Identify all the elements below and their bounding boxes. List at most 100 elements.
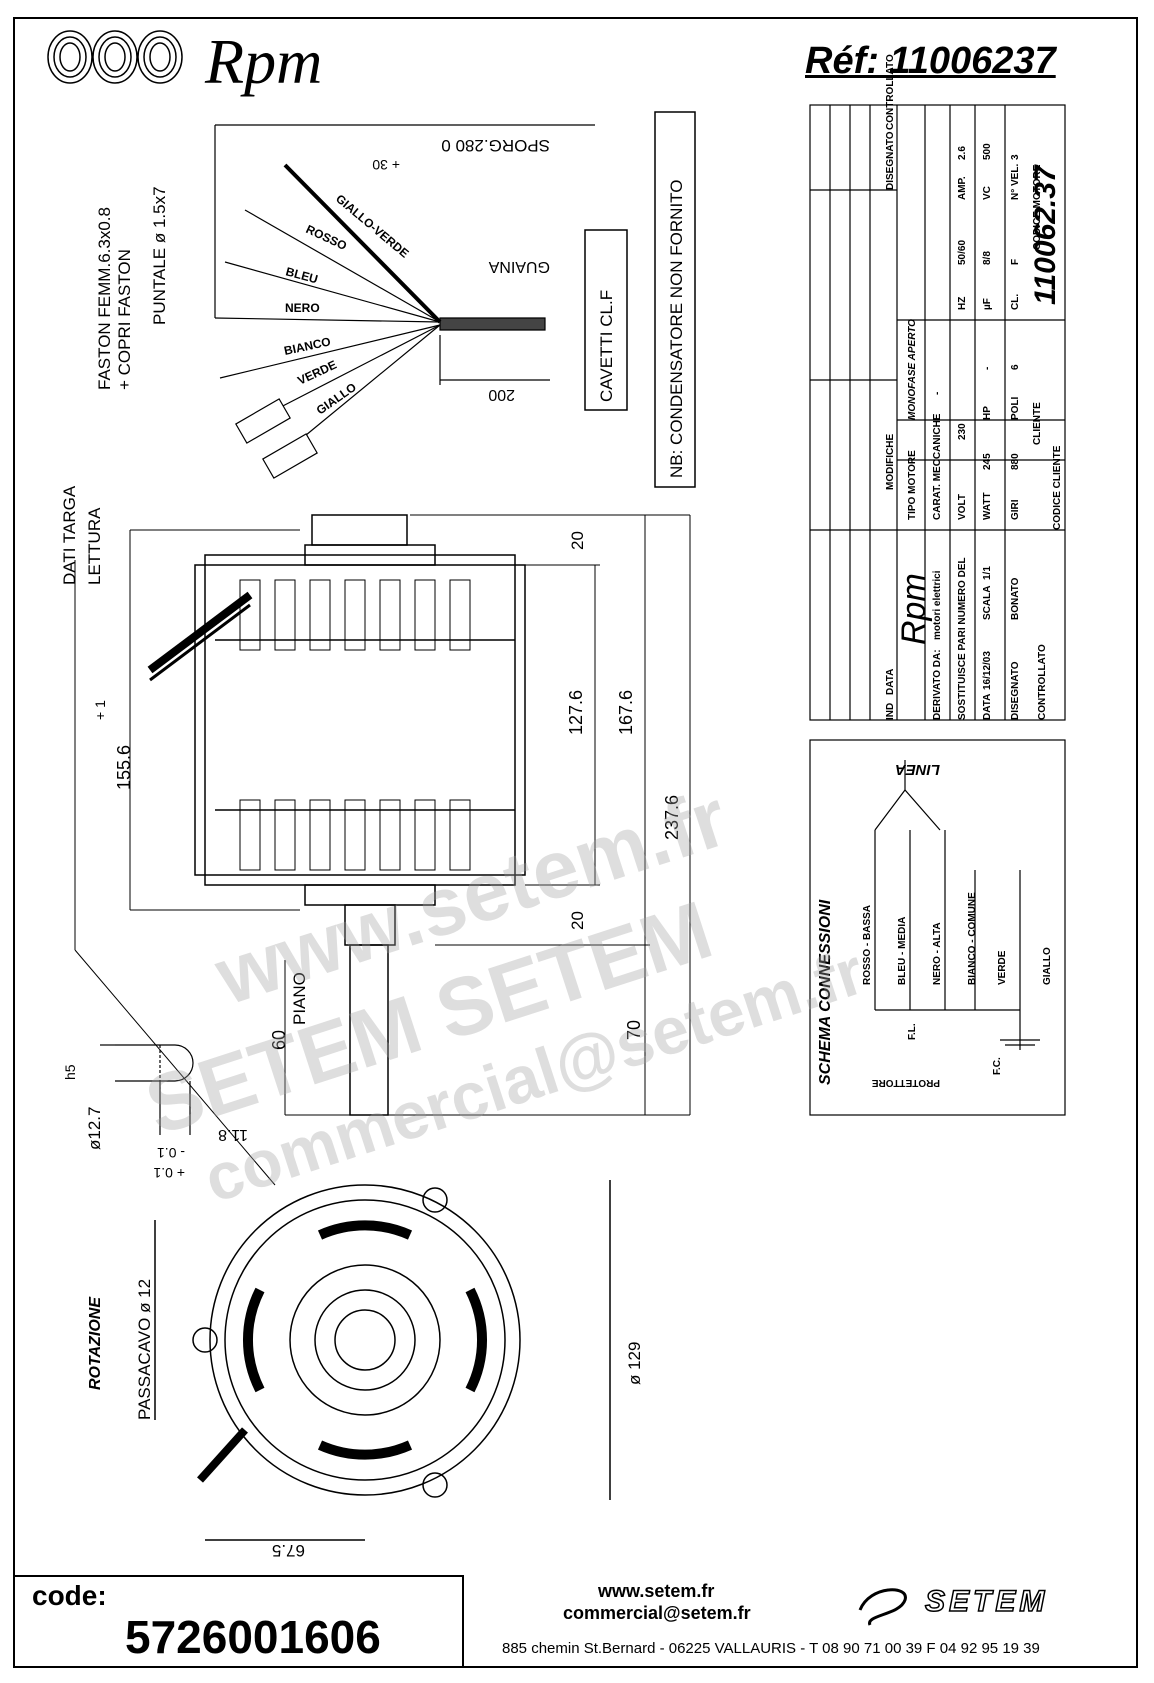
plate-label: DATI TARGA: [60, 485, 79, 585]
svg-text:CL.: CL.: [1010, 294, 1021, 310]
code-box: [14, 1575, 464, 1667]
code-label: code:: [32, 1580, 107, 1611]
svg-text:50/60: 50/60: [957, 240, 968, 265]
svg-text:SCALA: SCALA: [982, 586, 993, 620]
flat-label: PIANO: [290, 972, 309, 1025]
svg-text:SOSTITUISCE PARI NUMERO DEL: SOSTITUISCE PARI NUMERO DEL: [957, 557, 968, 720]
svg-text:AMP.: AMP.: [957, 176, 968, 200]
svg-text:11.8: 11.8: [218, 1126, 248, 1143]
svg-text:CLIENTE: CLIENTE: [1032, 402, 1043, 445]
svg-text:230: 230: [957, 423, 968, 440]
svg-text:BLEU - MEDIA: BLEU - MEDIA: [897, 917, 908, 985]
svg-text:PROTETTORE: PROTETTORE: [872, 1077, 940, 1088]
faston-cover-note: + COPRI FASTON: [115, 249, 134, 390]
svg-text:500: 500: [982, 143, 993, 160]
footer-address: 885 chemin St.Bernard - 06225 VALLAURIS …: [502, 1640, 1040, 1657]
svg-text:GIALLO: GIALLO: [314, 380, 359, 417]
svg-text:CODICE CLIENTE: CODICE CLIENTE: [1052, 445, 1063, 530]
svg-text:DISEGNATO: DISEGNATO: [885, 131, 896, 190]
svg-text:16/12/03: 16/12/03: [982, 651, 993, 690]
svg-text:6: 6: [1010, 364, 1021, 370]
svg-text:880: 880: [1010, 453, 1021, 470]
reference-number: Réf: 11006237: [805, 40, 1056, 82]
svg-text:F: F: [1010, 259, 1021, 265]
svg-text:VOLT: VOLT: [957, 494, 968, 520]
motor-code: 110062.37: [1029, 164, 1062, 305]
shaft-diameter: ø12.7: [85, 1107, 104, 1150]
shaft-detail: [100, 1044, 194, 1135]
title-block: [809, 104, 1066, 1116]
svg-text:F.C.: F.C.: [992, 1057, 1003, 1075]
dim-127: 127.6: [566, 690, 586, 735]
svg-text:1/1: 1/1: [982, 566, 993, 580]
title-block-company: Rpm: [895, 573, 933, 645]
rpm-coil-logo: [47, 30, 183, 84]
svg-text:- 0.1: - 0.1: [157, 1145, 185, 1161]
sporg-note: SPORG.280 0: [441, 136, 550, 155]
svg-text:8/8: 8/8: [982, 251, 993, 265]
plate-label-2: LETTURA: [85, 507, 104, 585]
svg-text:2.6: 2.6: [957, 146, 968, 160]
svg-text:DATA: DATA: [982, 694, 993, 720]
logo-text: Rpm: [205, 26, 323, 97]
dim-60: 60: [269, 1030, 289, 1050]
svg-text:MONOFASE APERTO: MONOFASE APERTO: [907, 319, 918, 420]
dim-20-bottom: 20: [568, 911, 587, 930]
sporg-tolerance: + 30: [372, 157, 400, 173]
svg-text:GIRI: GIRI: [1010, 499, 1021, 520]
svg-text:3: 3: [1010, 154, 1021, 160]
svg-text:motori elettrici: motori elettrici: [932, 570, 943, 640]
svg-text:NERO - ALTA: NERO - ALTA: [932, 922, 943, 985]
wire-class: CAVETTI CL.F: [597, 290, 616, 402]
dimension-lines: [74, 514, 691, 1186]
dim-167: 167.6: [616, 690, 636, 735]
dim-129: ø 129: [625, 1342, 644, 1385]
dim-20-top: 20: [568, 531, 587, 550]
svg-text:CODICE MOTORE: CODICE MOTORE: [1032, 164, 1043, 250]
dim-237: 237.6: [662, 795, 682, 840]
svg-text:WATT: WATT: [982, 492, 993, 520]
cable-gland: PASSACAVO ø 12: [135, 1279, 154, 1420]
svg-text:245: 245: [982, 453, 993, 470]
code-value: 5726001606: [125, 1611, 381, 1663]
svg-text:VERDE: VERDE: [997, 950, 1008, 985]
sheath-label: GUAINA: [488, 258, 550, 275]
svg-text:CONTROLLATO: CONTROLLATO: [1037, 644, 1048, 720]
svg-text:HZ: HZ: [957, 297, 968, 310]
tip-note: PUNTALE ø 1.5x7: [150, 186, 169, 325]
svg-text:HP: HP: [982, 406, 993, 420]
connection-schematic: [874, 760, 1040, 1050]
wire-harness: [214, 124, 595, 479]
svg-text:MODIFICHE: MODIFICHE: [885, 434, 896, 490]
svg-text:BIANCO: BIANCO: [283, 334, 332, 358]
svg-text:POLI: POLI: [1010, 396, 1021, 420]
svg-text:VERDE: VERDE: [295, 358, 338, 388]
motor-front-view: [154, 1180, 611, 1541]
drawing-frame: [13, 17, 1138, 1668]
svg-text:GIALLO: GIALLO: [1042, 947, 1053, 985]
svg-text:+ 0.1: + 0.1: [153, 1165, 185, 1181]
svg-text:-: -: [932, 392, 943, 395]
svg-text:µF: µF: [982, 298, 993, 310]
svg-text:h5: h5: [62, 1064, 78, 1080]
dim-155: 155.6: [114, 745, 134, 790]
footer-email[interactable]: commercial@setem.fr: [563, 1603, 751, 1623]
footer-website[interactable]: www.setem.fr: [598, 1581, 715, 1601]
svg-text:DATA: DATA: [885, 669, 896, 695]
title-block-text: MODIFICHE TIPO MOTORE MONOFASE APERTO CA…: [885, 54, 1063, 720]
linea-label: LINEA: [895, 761, 940, 778]
rotation-label: ROTAZIONE: [87, 1296, 104, 1390]
setem-swirl-icon: [858, 1588, 907, 1626]
motor-side-view: [147, 514, 526, 1116]
svg-text:BONATO: BONATO: [1010, 577, 1021, 620]
dim-70: 70: [624, 1020, 644, 1040]
footer-brand: SETEM: [924, 1584, 1049, 1619]
capacitor-note: NB: CONDENSATORE NON FORNITO: [667, 180, 686, 478]
svg-text:DERIVATO DA:: DERIVATO DA:: [932, 649, 943, 720]
svg-text:N° VEL.: N° VEL.: [1010, 164, 1021, 200]
faston-note: FASTON FEMM.6.3x0.8: [95, 207, 114, 390]
dim-67: 67.5: [272, 1541, 305, 1560]
schematic-title: SCHEMA CONNESSIONI: [817, 899, 834, 1085]
svg-text:DISEGNATO: DISEGNATO: [1010, 661, 1021, 720]
